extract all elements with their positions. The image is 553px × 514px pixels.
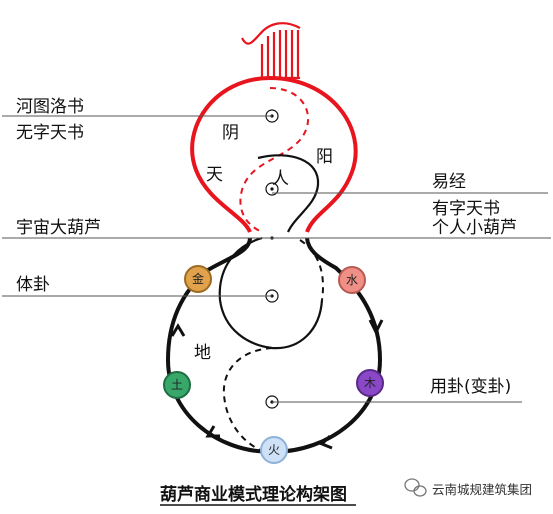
watermark-text: 云南城规建筑集团	[432, 482, 532, 497]
label-body-gua: 体卦	[16, 275, 50, 295]
inner-label-yang: 阳	[316, 147, 333, 167]
cycle-arrows	[170, 319, 384, 450]
element-label-wood: 木	[364, 376, 376, 390]
wechat-icon	[404, 478, 427, 497]
label-cosmic-gourd: 宇宙大葫芦	[16, 218, 101, 238]
label-hetu-luoshu: 河图洛书	[16, 97, 84, 117]
element-label-water: 水	[346, 273, 358, 287]
diagram-title: 葫芦商业模式理论构架图	[160, 484, 347, 505]
arrow-right-top	[368, 319, 384, 336]
inner-label-ren: 人	[272, 169, 289, 189]
lower-yinyang-dashed-right	[299, 239, 324, 301]
lower-yinyang-dashed-left	[222, 347, 273, 451]
element-badge-water: 水	[338, 266, 366, 294]
label-lines	[2, 115, 551, 403]
label-wuzi-tianshu: 无字天书	[16, 123, 84, 143]
element-badge-metal: 金	[184, 265, 212, 293]
arrow-left-top	[170, 323, 186, 337]
element-badge-wood: 木	[356, 369, 384, 397]
watermark: 云南城规建筑集团	[404, 478, 532, 497]
arrow-right-bottom	[319, 434, 333, 450]
centre-marker-middle	[265, 182, 279, 196]
element-badge-fire: 火	[260, 436, 288, 464]
label-yijing: 易经	[432, 172, 466, 192]
label-youzi-tianshu: 有字天书	[432, 199, 500, 219]
element-label-earth: 土	[171, 378, 183, 392]
label-use-gua: 用卦(变卦)	[430, 377, 511, 397]
label-personal-gourd: 个人小葫芦	[432, 218, 517, 238]
inner-label-yin: 阴	[222, 123, 239, 143]
element-badge-earth: 土	[163, 371, 191, 399]
upper-yinyang-solid	[257, 154, 320, 233]
inner-label-tian: 天	[206, 165, 223, 185]
arrow-left-bottom	[205, 425, 220, 438]
element-label-metal: 金	[192, 271, 204, 286]
upper-bulb-outline	[190, 75, 358, 233]
gourd-stem	[241, 22, 301, 80]
inner-label-di: 地	[194, 343, 211, 363]
lower-yinyang-solid	[218, 236, 324, 350]
upper-yinyang-dashed	[239, 87, 310, 233]
element-label-fire: 火	[268, 443, 280, 457]
